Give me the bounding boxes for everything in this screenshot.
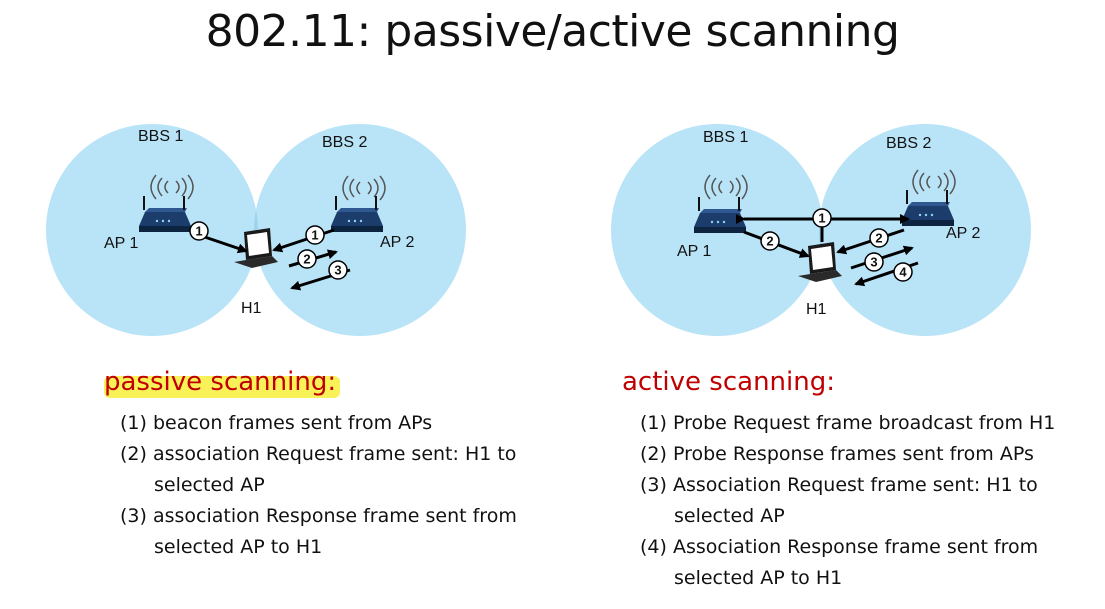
- svg-text:3: 3: [334, 263, 341, 278]
- step-marker: 3: [864, 252, 884, 272]
- bss1-label: BBS 1: [703, 129, 748, 146]
- ap2-label: AP 2: [380, 234, 415, 251]
- ap2-label: AP 2: [946, 225, 981, 242]
- passive-diagram: BBS 1 BBS 2 AP 1 AP 2 H1 1 1 2 3: [46, 124, 466, 336]
- svg-text:2: 2: [766, 234, 773, 249]
- heading-highlight: [104, 376, 340, 398]
- list-item: (1) beacon frames sent from APs: [120, 412, 433, 434]
- svg-text:3: 3: [870, 255, 877, 270]
- step-marker: 3: [328, 260, 348, 280]
- ap1-label: AP 1: [677, 243, 712, 260]
- list-item: (2) Probe Response frames sent from APs: [640, 443, 1034, 465]
- svg-text:2: 2: [875, 231, 882, 246]
- svg-text:4: 4: [899, 265, 907, 280]
- host-label: H1: [241, 300, 262, 317]
- svg-text:1: 1: [195, 224, 202, 239]
- ap1-label: AP 1: [104, 235, 139, 252]
- bss2-area: [819, 124, 1031, 336]
- list-item: (1) Probe Request frame broadcast from H…: [640, 412, 1056, 434]
- passive-heading: passive scanning:: [104, 367, 337, 397]
- active-heading: active scanning:: [622, 367, 835, 397]
- active-diagram: BBS 1 BBS 2 AP 1 AP 2 H1 1 2 2 3 4: [611, 124, 1031, 336]
- list-item: (4) Association Response frame sent from…: [640, 536, 1039, 589]
- list-item: (3) Association Request frame sent: H1 t…: [640, 474, 1038, 527]
- step-marker: 2: [760, 231, 780, 251]
- step-marker: 1: [812, 208, 832, 228]
- step-marker: 2: [297, 249, 317, 269]
- host-label: H1: [806, 301, 827, 318]
- step-marker: 4: [893, 262, 913, 282]
- step-marker: 1: [305, 225, 325, 245]
- bss2-label: BBS 2: [322, 134, 367, 151]
- step-marker: 2: [869, 228, 889, 248]
- page-title: 802.11: passive/active scanning: [205, 6, 900, 57]
- list-item: (3) association Response frame sent from…: [120, 505, 517, 558]
- bss1-label: BBS 1: [138, 128, 183, 145]
- svg-text:2: 2: [303, 252, 310, 267]
- bss2-label: BBS 2: [886, 135, 931, 152]
- active-steps-list: (1) Probe Request frame broadcast from H…: [640, 408, 1102, 594]
- list-item: (2) association Request frame sent: H1 t…: [120, 443, 517, 496]
- passive-steps-list: (1) beacon frames sent from APs (2) asso…: [120, 408, 540, 563]
- step-marker: 1: [189, 221, 209, 241]
- svg-text:1: 1: [818, 211, 825, 226]
- svg-text:1: 1: [311, 228, 318, 243]
